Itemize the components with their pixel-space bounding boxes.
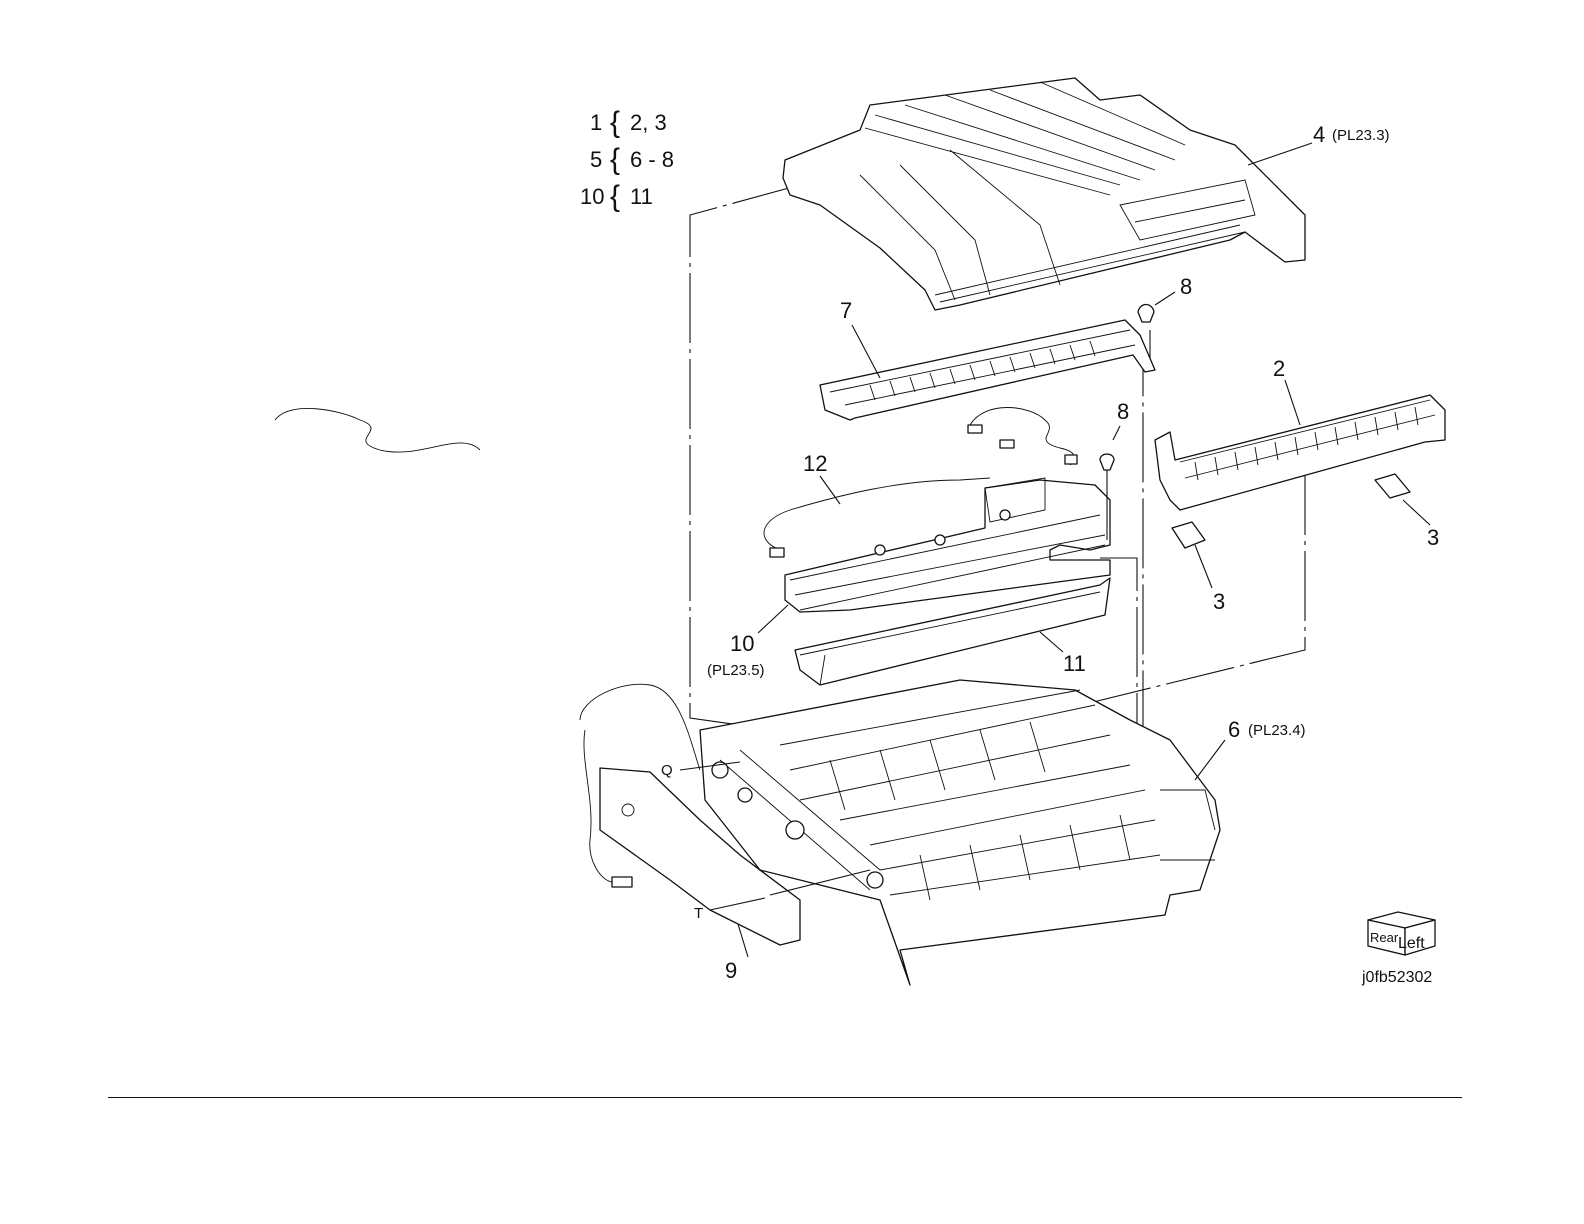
callout-10: 10 [730,631,754,656]
callout-8b: 8 [1117,399,1129,424]
assembly-legend: 1 { 2, 3 5 { 6 - 8 10 { 11 [580,106,674,213]
callout-8a: 8 [1180,274,1192,299]
bracket-part-10 [785,454,1114,612]
callout-3a: 3 [1427,525,1439,550]
callout-t: T [694,905,703,922]
legend-children-5: 6 - 8 [630,147,674,172]
orientation-cube: Rear Left [1368,912,1435,955]
callout-3b: 3 [1213,589,1225,614]
callout-6: 6 [1228,717,1240,742]
callout-10-ref: (PL23.5) [707,662,765,679]
callout-7: 7 [840,298,852,323]
callout-12: 12 [803,451,827,476]
guide-part-7 [820,305,1155,421]
cube-face-left: Left [1398,935,1425,952]
callout-11: 11 [1063,651,1086,676]
clip-part-3b [1375,474,1410,498]
legend-parent-5: 5 [590,147,602,172]
legend-brace-5: { [610,143,620,176]
callout-4: 4 [1313,122,1325,147]
alignment-line-center [1143,330,1150,785]
legend-children-1: 2, 3 [630,110,667,135]
legend-children-10: 11 [630,184,653,209]
callout-q: Q [661,762,673,779]
callout-6-ref: (PL23.4) [1248,722,1306,739]
top-cover-part-4 [783,78,1305,310]
cube-face-rear: Rear [1370,930,1399,945]
page-bottom-rule [108,1097,1462,1098]
callout-2: 2 [1273,356,1285,381]
legend-parent-10: 10 [580,184,604,209]
legend-brace-1: { [610,106,620,139]
callout-4-ref: (PL23.3) [1332,127,1390,144]
callout-9: 9 [725,958,737,983]
figure-id: j0fb52302 [1361,969,1432,986]
legend-brace-10: { [610,180,620,213]
legend-parent-1: 1 [590,110,602,135]
clip-part-3a [1172,522,1205,548]
